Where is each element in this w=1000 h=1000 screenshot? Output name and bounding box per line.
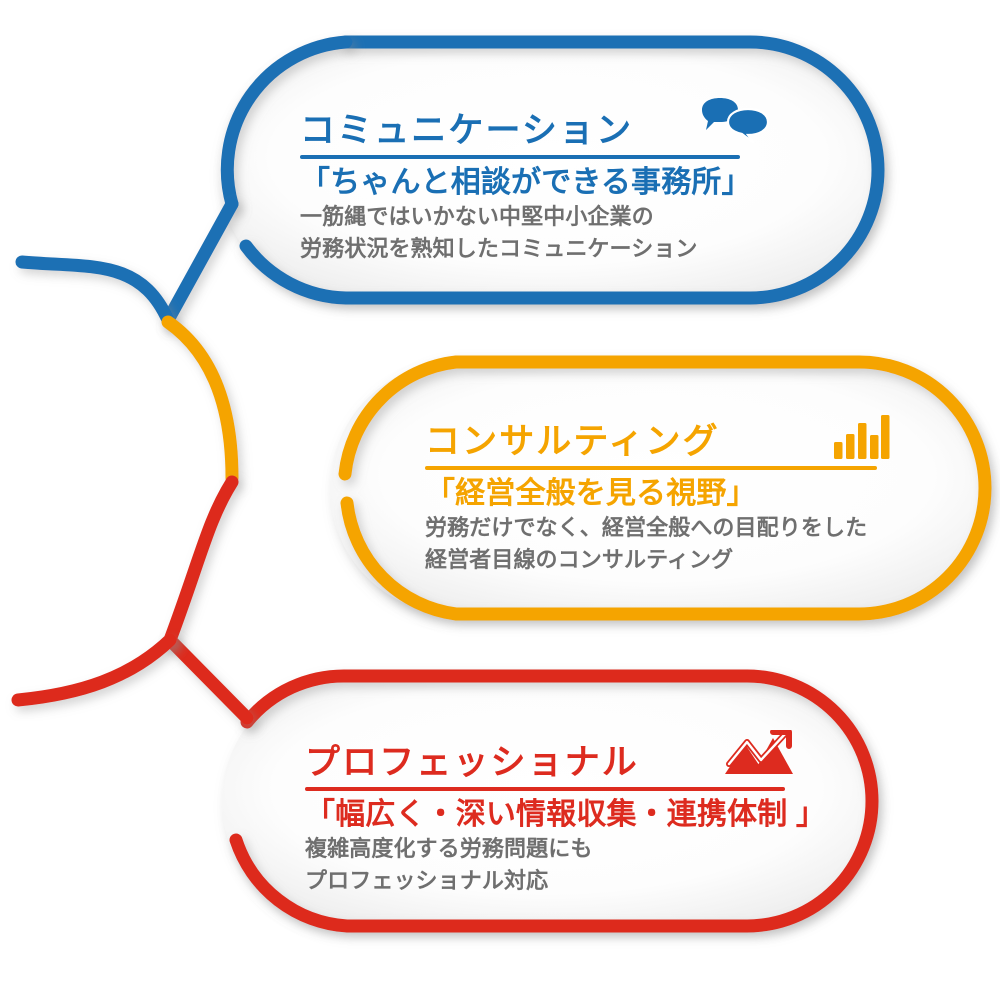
connector-orange-hub-arc <box>161 315 239 485</box>
mountain-trend-icon <box>723 729 795 780</box>
card-body-line-1-consulting: 労務だけでなく、経営全般への目配りをした <box>425 515 868 541</box>
capsule-outline-blue-lower <box>239 35 885 305</box>
capsule-outline-orange <box>338 355 992 621</box>
card-title-consulting: コンサルティング <box>425 422 720 461</box>
card-communication[interactable]: コミュニケーション 「ちゃんと相談ができる事務所」 一筋縄ではいかない中堅中小企… <box>300 96 770 264</box>
branch-red <box>11 475 879 933</box>
title-underline-consulting <box>425 466 877 470</box>
card-body-line-2-consulting: 経営者目線のコンサルティング <box>425 546 734 572</box>
card-body-line-1-communication: 一筋縄ではいかない中堅中小企業の <box>300 204 654 230</box>
speech-bubbles-icon <box>698 96 770 148</box>
capsule-fill-orange <box>330 362 985 614</box>
title-underline-professional <box>305 787 785 791</box>
card-body-line-2-professional: プロフェッショナル対応 <box>305 867 549 893</box>
connector-red-diagonal <box>163 633 254 725</box>
title-underline-communication <box>300 155 740 159</box>
card-title-professional: プロフェッショナル <box>305 743 639 782</box>
branch-orange <box>161 315 992 621</box>
capsule-outline-blue-upper <box>220 35 353 211</box>
title-row-communication: コミュニケーション <box>300 96 770 148</box>
bar-chart-icon <box>832 413 890 459</box>
card-body-line-2-communication: 労務状況を熟知したコミュニケーション <box>300 235 698 261</box>
connector-blue-elbow <box>161 197 239 327</box>
card-title-communication: コミュニケーション <box>300 111 634 150</box>
capsule-outline-red <box>229 669 879 933</box>
card-body-line-1-professional: 複雑高度化する労務問題にも <box>305 836 593 862</box>
card-subtitle-consulting: 「経営全般を見る視野」 <box>425 477 757 510</box>
capsule-fill-red <box>222 676 872 926</box>
connector-red-tail <box>11 633 177 707</box>
title-row-consulting: コンサルティング <box>425 413 890 459</box>
connector-red-hub-arc <box>163 475 239 647</box>
title-row-professional: プロフェッショナル <box>305 729 795 782</box>
card-consulting[interactable]: コンサルティング 「経営全般を見る視野」 労務だけでなく、経営全般への目配りをし… <box>425 413 890 575</box>
connector-blue-tail <box>15 255 175 327</box>
card-subtitle-professional: 「幅広く・深い情報収集・連携体制 」 <box>305 798 827 831</box>
card-subtitle-communication: 「ちゃんと相談ができる事務所」 <box>300 166 752 199</box>
card-professional[interactable]: プロフェッショナル 「幅広く・深い情報収集・連携体制 」 複雑高度化する労務問題… <box>305 729 827 896</box>
